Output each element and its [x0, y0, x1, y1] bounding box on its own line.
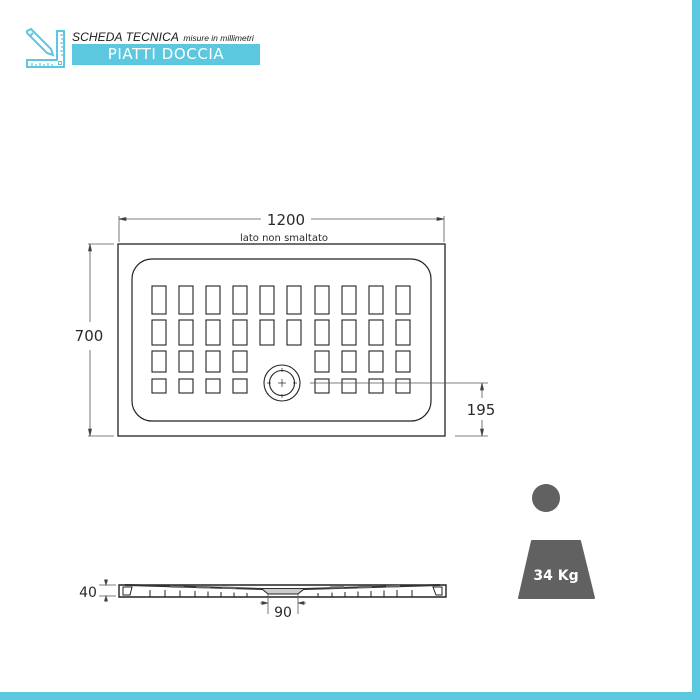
slot-grid	[151, 285, 411, 394]
tray-profile	[118, 584, 447, 598]
frame-border-bottom	[0, 692, 700, 700]
drain-offset-dimension	[310, 382, 488, 437]
subtitle-text: misure in millimetri	[183, 33, 254, 43]
thickness-dimension	[99, 579, 116, 602]
side-view: 40	[79, 579, 447, 621]
height-label: 700	[75, 327, 104, 345]
tray-outline	[117, 243, 446, 437]
frame-border-right	[692, 0, 700, 700]
weight-label: 34 Kg	[533, 568, 578, 584]
thickness-label: 40	[79, 585, 97, 601]
drain-offset-label: 195	[467, 401, 496, 419]
tray-basin	[131, 258, 432, 422]
title-text: SCHEDA TECNICA	[72, 30, 179, 44]
height-dimension	[88, 243, 114, 437]
drain-circle-icon	[263, 364, 301, 402]
width-label: 1200	[267, 211, 305, 229]
weight-icon: 34 Kg	[518, 484, 595, 599]
width-dimension	[118, 216, 445, 242]
ruler-pencil-icon	[26, 27, 65, 68]
drain-width-label: 90	[274, 605, 292, 621]
header-title: SCHEDA TECNICA misure in millimetri	[72, 28, 254, 46]
top-view: 1200 lato non smaltato 700	[75, 211, 496, 437]
side-note-label: lato non smaltato	[240, 233, 328, 244]
drain-width-dimension	[260, 594, 306, 614]
product-banner: PIATTI DOCCIA	[72, 44, 260, 65]
